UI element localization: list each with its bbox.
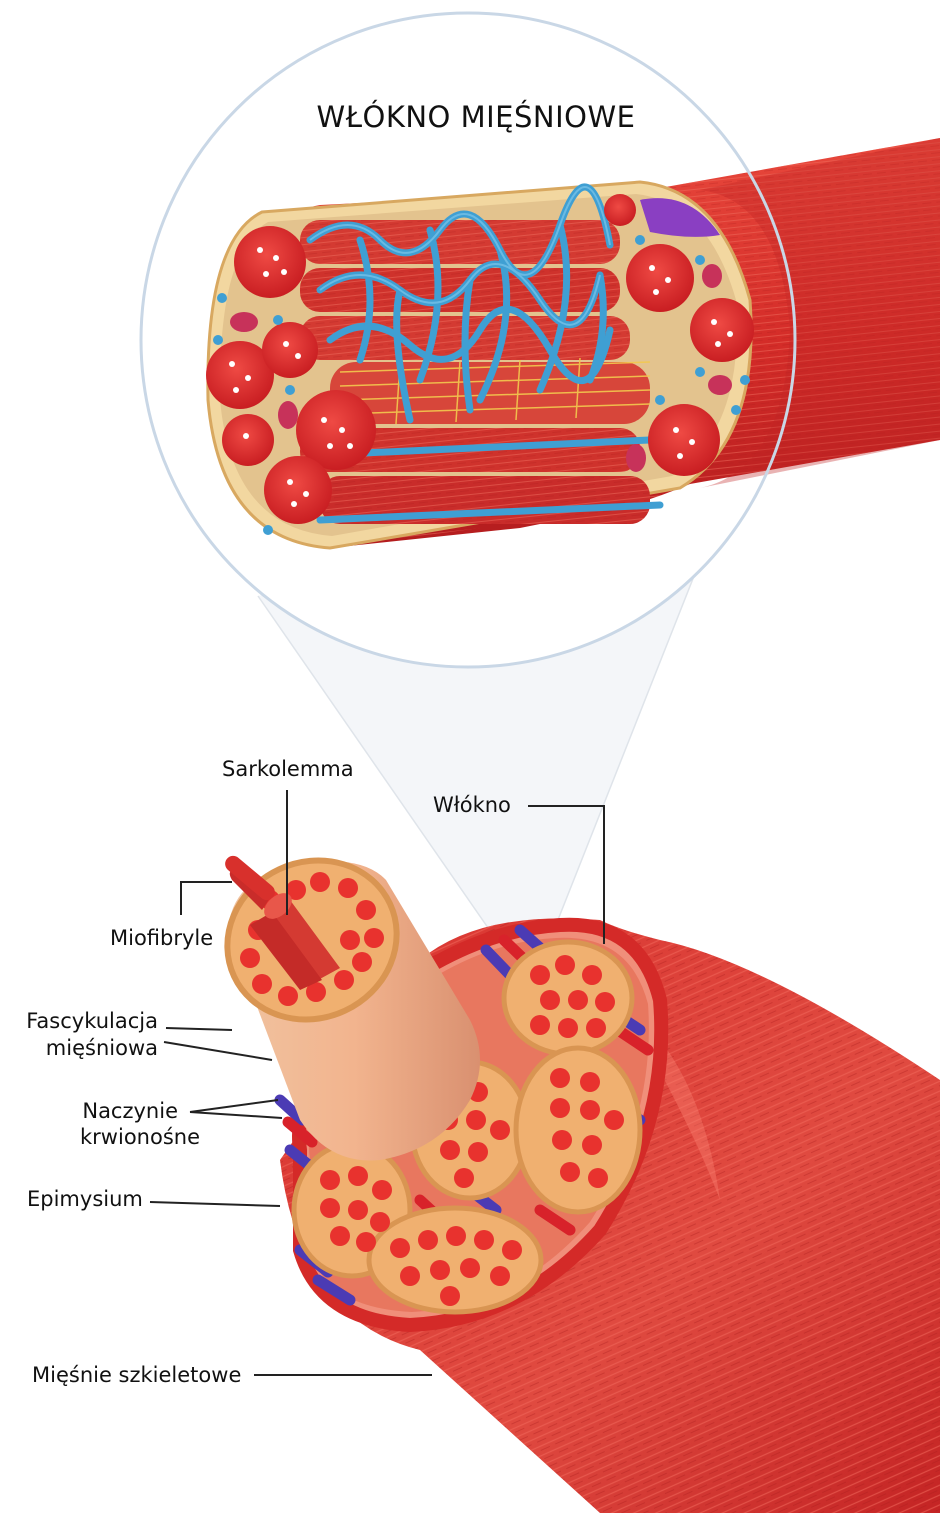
label-fascykulacja-line1: Fascykulacja: [10, 1008, 158, 1034]
leader-fascykulacja-2: [164, 1042, 272, 1060]
leader-naczynie-2: [190, 1112, 282, 1118]
label-naczynie-line1: Naczynie: [20, 1098, 178, 1124]
label-fascykulacja-line2: mięśniowa: [10, 1035, 158, 1061]
label-wlokno: Włókno: [433, 792, 511, 818]
label-sarkolemma: Sarkolemma: [222, 756, 354, 782]
label-naczynie-line2: krwionośne: [20, 1124, 200, 1150]
leader-naczynie-1: [190, 1100, 278, 1112]
label-miofibryle: Miofibryle: [110, 925, 213, 951]
leader-fascykulacja-1: [166, 1028, 232, 1030]
leader-miofibryle: [181, 882, 232, 915]
skeletal-muscle: [201, 833, 940, 1513]
label-epimysium: Epimysium: [27, 1186, 143, 1212]
protruding-fascicle: [201, 833, 480, 1161]
leader-epimysium: [150, 1202, 280, 1206]
diagram-title: WŁÓKNO MIĘŚNIOWE: [296, 100, 656, 134]
label-miesnie-szkieletowe: Mięśnie szkieletowe: [32, 1362, 241, 1388]
